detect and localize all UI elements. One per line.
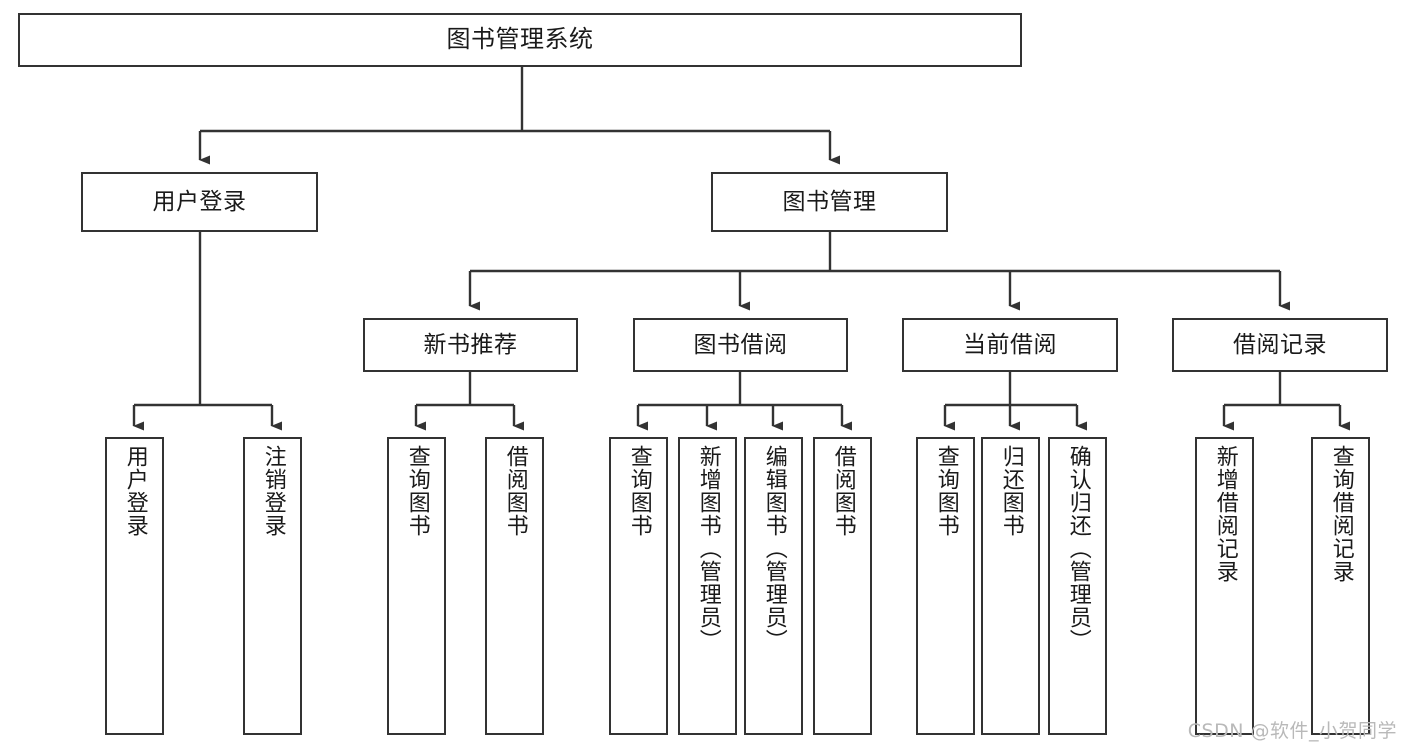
- node-label: 确认归还（管理员）: [1065, 445, 1091, 652]
- node-label: 借阅记录: [1233, 331, 1327, 358]
- csdn-watermark: CSDN @软件_小贺同学: [1187, 720, 1397, 742]
- node-label: 查询借阅记录: [1328, 445, 1354, 583]
- leaf-current-confirm-return-admin[interactable]: 确认归还（管理员）: [1048, 437, 1107, 735]
- node-label: 查询图书: [404, 445, 430, 537]
- leaf-borrow-borrow-book[interactable]: 借阅图书: [813, 437, 872, 735]
- node-new-book-recommendation[interactable]: 新书推荐: [363, 318, 578, 372]
- leaf-borrow-query-book[interactable]: 查询图书: [609, 437, 668, 735]
- node-user-login[interactable]: 用户登录: [81, 172, 318, 232]
- node-label: 图书借阅: [693, 331, 788, 358]
- node-label: 注销登录: [260, 445, 286, 537]
- node-label: 新增图书（管理员）: [695, 445, 721, 652]
- leaf-record-query-borrow-record[interactable]: 查询借阅记录: [1311, 437, 1370, 735]
- node-current-borrowing[interactable]: 当前借阅: [902, 318, 1118, 372]
- node-label: 查询图书: [626, 445, 652, 537]
- node-label: 查询图书: [933, 445, 959, 537]
- node-label: 用户登录: [122, 445, 148, 537]
- node-label: 图书管理: [782, 188, 877, 215]
- node-label: 归还图书: [998, 445, 1024, 537]
- leaf-borrow-add-book-admin[interactable]: 新增图书（管理员）: [678, 437, 737, 735]
- leaf-new-book-query-book[interactable]: 查询图书: [387, 437, 446, 735]
- node-label: 用户登录: [152, 188, 247, 215]
- leaf-record-add-borrow-record[interactable]: 新增借阅记录: [1195, 437, 1254, 735]
- leaf-logout[interactable]: 注销登录: [243, 437, 302, 735]
- leaf-user-login[interactable]: 用户登录: [105, 437, 164, 735]
- node-label: 图书管理系统: [446, 25, 594, 54]
- node-label: 编辑图书（管理员）: [761, 445, 787, 652]
- node-label: 新书推荐: [423, 331, 518, 358]
- node-book-management[interactable]: 图书管理: [711, 172, 948, 232]
- node-label: 新增借阅记录: [1212, 445, 1238, 583]
- leaf-current-return-book[interactable]: 归还图书: [981, 437, 1040, 735]
- node-book-management-system[interactable]: 图书管理系统: [18, 13, 1022, 67]
- node-label: 借阅图书: [502, 445, 528, 537]
- node-book-borrowing[interactable]: 图书借阅: [633, 318, 848, 372]
- leaf-current-query-book[interactable]: 查询图书: [916, 437, 975, 735]
- node-label: 当前借阅: [963, 331, 1057, 358]
- node-borrowing-record[interactable]: 借阅记录: [1172, 318, 1388, 372]
- leaf-new-book-borrow-book[interactable]: 借阅图书: [485, 437, 544, 735]
- leaf-borrow-edit-book-admin[interactable]: 编辑图书（管理员）: [744, 437, 803, 735]
- node-label: 借阅图书: [830, 445, 856, 537]
